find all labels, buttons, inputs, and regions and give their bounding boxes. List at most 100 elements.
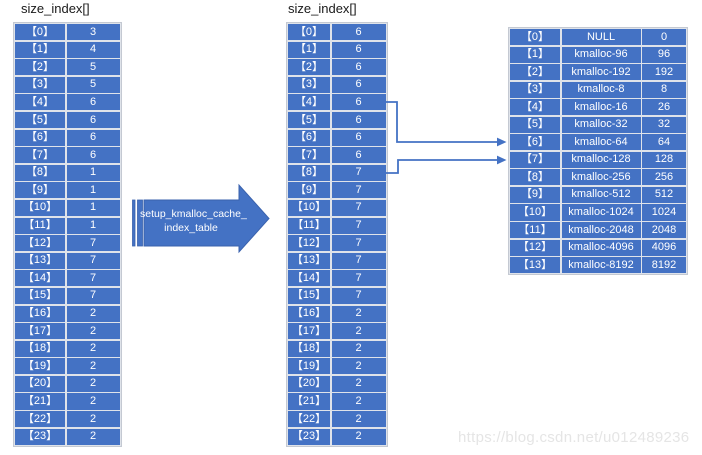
cell-value: 6 xyxy=(331,129,386,146)
cell-value: 6 xyxy=(66,111,120,129)
cell-index: 【7】 xyxy=(510,151,560,168)
cell-value: 2 xyxy=(66,305,120,322)
cell-index: 【0】 xyxy=(15,24,65,41)
cell-index: 【3】 xyxy=(510,81,560,98)
cell-value: 2 xyxy=(331,340,386,357)
cell-index: 【11】 xyxy=(288,217,330,234)
cell-index: 【0】 xyxy=(288,24,330,41)
cell-index: 【19】 xyxy=(15,358,65,375)
block-arrow-label: setup_kmalloc_cache_ index_table xyxy=(140,208,247,235)
cell-name: kmalloc-4096 xyxy=(561,239,641,256)
cell-index: 【12】 xyxy=(15,235,65,252)
block-arrow-label-line1: setup_kmalloc_cache_ xyxy=(140,208,247,220)
cell-value: 6 xyxy=(331,41,386,58)
cell-index: 【14】 xyxy=(288,270,330,287)
cell-index: 【1】 xyxy=(288,41,330,58)
cell-name: kmalloc-192 xyxy=(561,64,641,81)
cell-index: 【7】 xyxy=(288,147,330,164)
cell-size: 4096 xyxy=(642,239,686,256)
cell-size: 1024 xyxy=(642,204,686,221)
cell-index: 【3】 xyxy=(15,76,65,93)
cell-name: kmalloc-1024 xyxy=(561,204,641,221)
cell-index: 【15】 xyxy=(15,287,65,304)
cell-index: 【21】 xyxy=(288,393,330,410)
cell-index: 【8】 xyxy=(510,169,560,186)
cell-value: 7 xyxy=(331,235,386,252)
cell-index: 【3】 xyxy=(288,76,330,93)
cell-index: 【4】 xyxy=(510,99,560,116)
cell-name: kmalloc-8 xyxy=(561,81,641,98)
cell-value: 7 xyxy=(331,270,386,287)
cell-index: 【19】 xyxy=(288,358,330,375)
cell-index: 【21】 xyxy=(15,393,65,410)
cell-value: 2 xyxy=(331,393,386,410)
cell-size: 256 xyxy=(642,169,686,186)
cell-index: 【4】 xyxy=(288,94,330,111)
cell-name: kmalloc-96 xyxy=(561,46,641,63)
cell-index: 【2】 xyxy=(15,59,65,76)
cell-index: 【9】 xyxy=(288,182,330,199)
cell-value: 6 xyxy=(331,24,386,41)
cell-value: 2 xyxy=(66,411,120,428)
cell-index: 【22】 xyxy=(15,411,65,428)
cell-index: 【11】 xyxy=(15,217,65,234)
cell-value: 6 xyxy=(331,111,386,129)
cell-index: 【18】 xyxy=(288,340,330,357)
cell-value: 7 xyxy=(66,235,120,252)
cell-index: 【7】 xyxy=(15,147,65,164)
cell-value: 6 xyxy=(331,76,386,93)
connector-arrow-index8-to-kmalloc-128 xyxy=(383,155,507,174)
setup-kmalloc-block-arrow-icon xyxy=(132,183,270,254)
cell-value: 7 xyxy=(66,252,120,269)
cell-index: 【6】 xyxy=(510,134,560,151)
cell-value: 2 xyxy=(331,323,386,340)
cell-value: 7 xyxy=(331,287,386,304)
size-index-table-after: 【0】6【1】6【2】6【3】6【4】6【5】6【6】6【7】6【8】7【9】7… xyxy=(286,22,388,447)
cell-name: kmalloc-128 xyxy=(561,151,641,168)
cell-index: 【8】 xyxy=(15,164,65,181)
cell-index: 【10】 xyxy=(288,199,330,217)
cell-value: 1 xyxy=(66,164,120,181)
cell-name: NULL xyxy=(561,29,641,46)
left-table-title: size_index[] xyxy=(21,1,90,16)
cell-index: 【20】 xyxy=(15,375,65,392)
block-arrow-label-line2: index_table xyxy=(164,221,218,234)
cell-index: 【5】 xyxy=(288,111,330,129)
cell-index: 【23】 xyxy=(15,428,65,445)
cell-name: kmalloc-512 xyxy=(561,186,641,203)
cell-name: kmalloc-16 xyxy=(561,99,641,116)
cell-value: 7 xyxy=(331,164,386,181)
cell-name: kmalloc-32 xyxy=(561,116,641,133)
cell-index: 【23】 xyxy=(288,428,330,445)
cell-index: 【12】 xyxy=(510,239,560,256)
cell-index: 【2】 xyxy=(288,59,330,76)
cell-value: 6 xyxy=(331,59,386,76)
cell-value: 2 xyxy=(66,375,120,392)
cell-index: 【9】 xyxy=(15,182,65,199)
cell-value: 2 xyxy=(66,340,120,357)
cell-value: 5 xyxy=(66,76,120,93)
cell-value: 6 xyxy=(66,147,120,164)
cell-value: 6 xyxy=(66,94,120,111)
cell-value: 1 xyxy=(66,199,120,217)
cell-index: 【0】 xyxy=(510,29,560,46)
cell-value: 2 xyxy=(331,411,386,428)
cell-index: 【8】 xyxy=(288,164,330,181)
cell-name: kmalloc-64 xyxy=(561,134,641,151)
connector-arrow-index4-to-kmalloc-64 xyxy=(383,101,507,147)
cell-index: 【1】 xyxy=(15,41,65,58)
cell-index: 【14】 xyxy=(15,270,65,287)
cell-index: 【11】 xyxy=(510,222,560,239)
cell-value: 6 xyxy=(331,147,386,164)
cell-size: 26 xyxy=(642,99,686,116)
cell-value: 2 xyxy=(66,358,120,375)
cell-size: 192 xyxy=(642,64,686,81)
cell-value: 5 xyxy=(66,59,120,76)
cell-index: 【5】 xyxy=(510,116,560,133)
cell-value: 2 xyxy=(66,428,120,445)
cell-size: 8192 xyxy=(642,257,686,274)
cell-value: 2 xyxy=(66,323,120,340)
cell-value: 2 xyxy=(66,393,120,410)
